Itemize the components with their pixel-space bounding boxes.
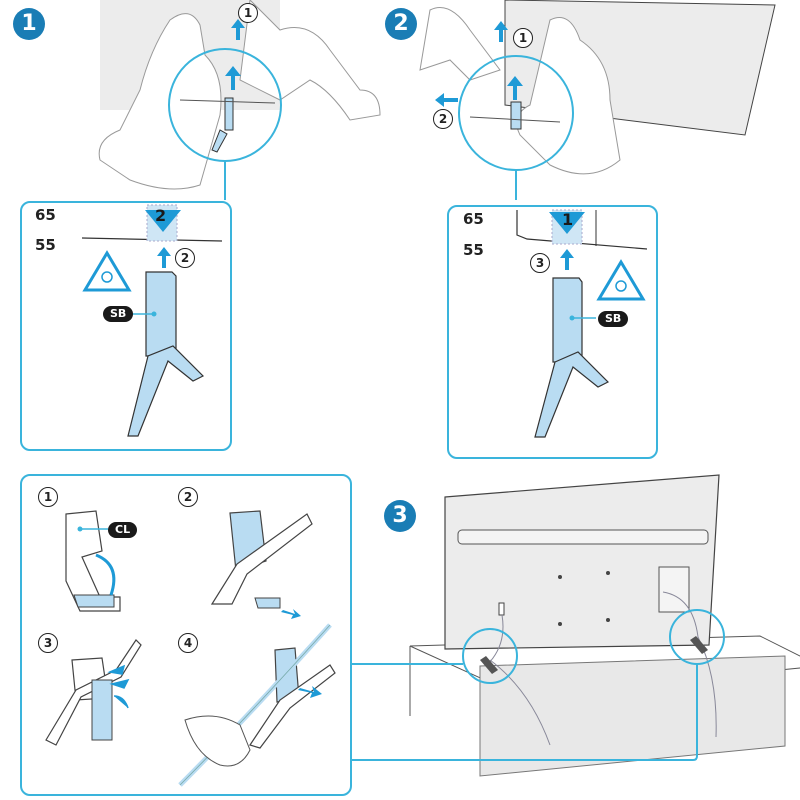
arrow-up: [507, 76, 523, 100]
stage-number: 1: [562, 210, 574, 229]
size-label-55: 55: [35, 236, 56, 254]
part-label-cl: CL: [108, 522, 138, 538]
stand-foot: [480, 656, 498, 674]
tv-back: [444, 474, 720, 650]
stage-number: 2: [155, 206, 167, 225]
stand-part: [224, 97, 234, 131]
size-label-55: 55: [463, 241, 484, 259]
arrow-left: [435, 93, 458, 107]
connector-line: [352, 664, 698, 761]
pull-arrow: [298, 686, 322, 698]
arrow-up: [231, 19, 245, 40]
cabinet-front: [479, 655, 786, 777]
arrow-up: [225, 66, 241, 90]
step-1-badge: 1: [13, 8, 45, 40]
person-right: [239, 0, 381, 121]
sub-step-1-marker: 1: [238, 3, 258, 23]
fold-arrow: [95, 553, 116, 596]
size-label-65: 65: [463, 210, 484, 228]
stage-triangle: [549, 212, 585, 234]
sub-step-1-marker: 1: [513, 28, 533, 48]
size-label-65: 65: [35, 206, 56, 224]
insert-arrow: [560, 249, 574, 270]
detail-circle-left: [462, 628, 518, 684]
stand-sb-part: [552, 277, 583, 363]
hand: [184, 715, 251, 767]
terminal-cover: [658, 566, 690, 613]
step-3-badge: 3: [384, 500, 416, 532]
snap-arrows: [107, 664, 130, 709]
step-1-detail-panel: [20, 201, 232, 451]
clip-step-2-marker: 2: [178, 487, 198, 507]
person-left: [98, 13, 222, 190]
sub-step-3-marker: 3: [530, 253, 550, 273]
insert-arrow: [157, 247, 171, 268]
person-left: [419, 7, 501, 81]
sub-step-2-marker: 2: [175, 248, 195, 268]
stage-triangle: [145, 210, 181, 232]
clip-step-4-marker: 4: [178, 633, 198, 653]
part-label-sb: SB: [103, 306, 134, 322]
stand-neck: [210, 513, 313, 605]
clip-step-3-marker: 3: [38, 633, 58, 653]
pull-arrow: [281, 609, 301, 619]
clip-step-1-marker: 1: [38, 487, 58, 507]
arrow-up: [494, 21, 508, 42]
part-label-sb: SB: [598, 311, 629, 327]
tv-edge-line: [516, 210, 648, 250]
step-2-badge: 2: [385, 8, 417, 40]
stand-foot: [690, 636, 708, 654]
power-cable: [662, 591, 717, 738]
sub-step-2-marker: 2: [433, 109, 453, 129]
tv-rear-bar: [457, 529, 709, 545]
stand-sb-part: [145, 271, 177, 357]
